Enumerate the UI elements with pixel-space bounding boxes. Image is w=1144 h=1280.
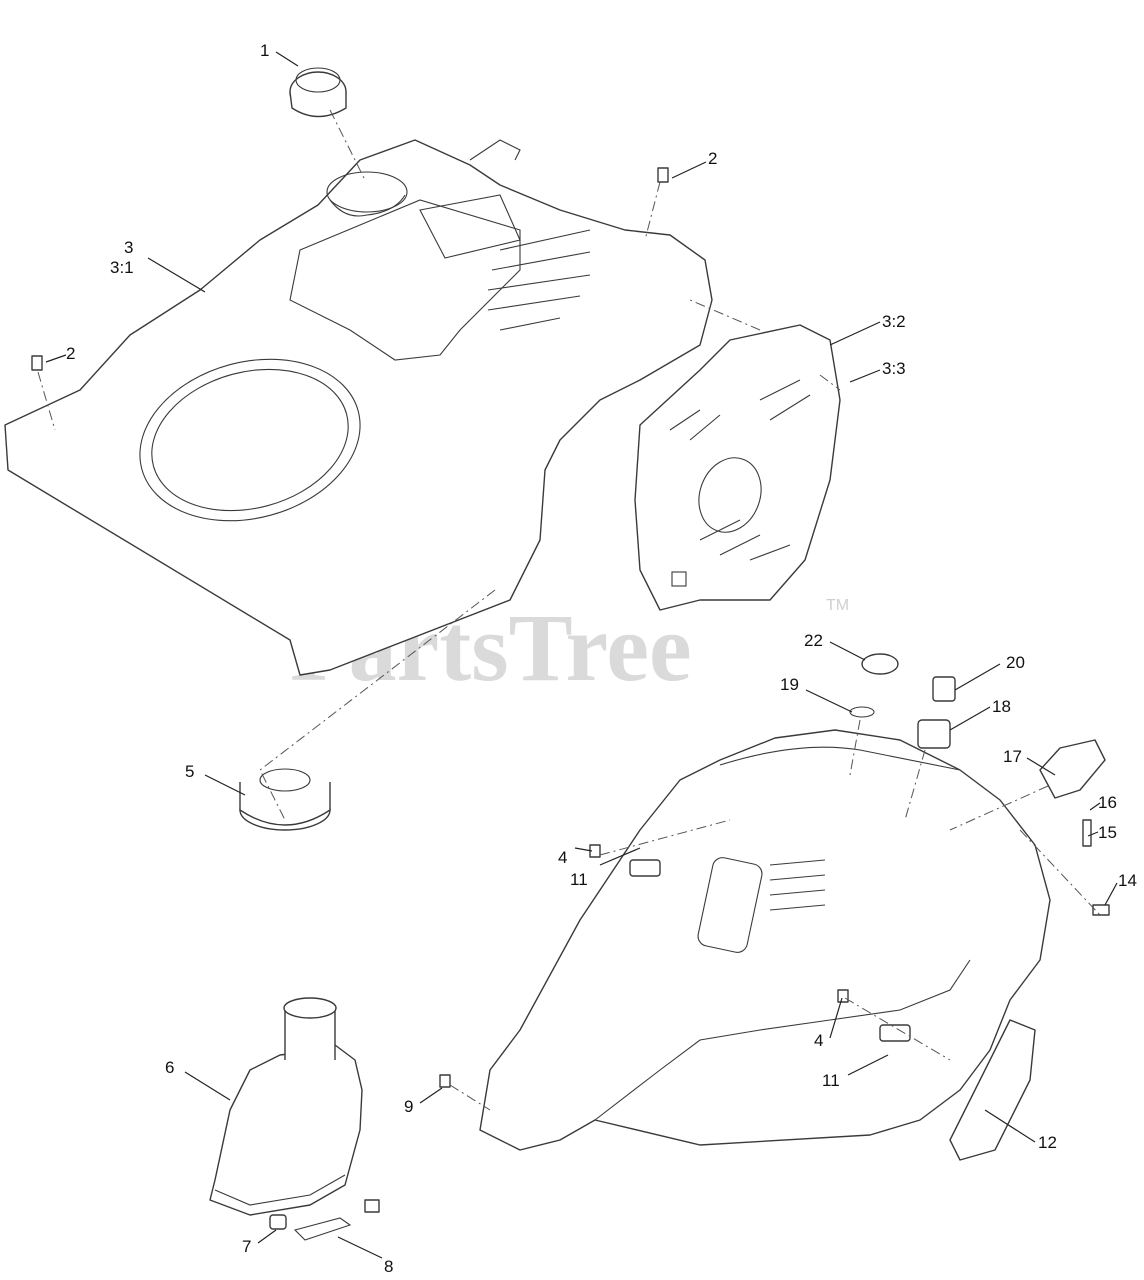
callout-20: 20	[1006, 653, 1025, 672]
callout-11-upper: 11	[570, 870, 588, 889]
side-panel	[634, 324, 841, 611]
callout-7: 7	[242, 1237, 251, 1256]
callout-5: 5	[185, 762, 194, 781]
callout-16: 16	[1098, 793, 1117, 812]
callout-3-2: 3:2	[882, 312, 906, 331]
choke-knob	[849, 653, 899, 718]
callout-12: 12	[1038, 1133, 1057, 1152]
callout-3: 3	[124, 238, 133, 257]
callout-1: 1	[260, 41, 269, 60]
ignition-switch	[917, 676, 956, 749]
callout-3-3: 3:3	[882, 359, 906, 378]
cover-plate	[1039, 739, 1106, 799]
callout-4-upper: 4	[558, 848, 567, 867]
callout-11-lower: 11	[822, 1071, 840, 1090]
callout-18: 18	[992, 697, 1011, 716]
callout-14: 14	[1118, 871, 1137, 890]
callout-8: 8	[384, 1257, 393, 1276]
callout-4-lower: 4	[814, 1031, 823, 1050]
callout-22: 22	[804, 631, 823, 650]
tank-grommet	[239, 768, 331, 831]
assembly-lines	[37, 109, 1101, 1111]
leader-lines	[45, 51, 1118, 1259]
callout-labels: 1 2 2 3 3:1 3:2 3:3 4 4 5 6 7 8 9 11 11 …	[66, 41, 1137, 1276]
fuel-fitting	[269, 1199, 380, 1241]
fasteners	[31, 167, 1110, 1088]
fuel-tank	[209, 997, 363, 1216]
watermark-trademark: TM	[826, 597, 849, 614]
callout-2-left: 2	[66, 344, 75, 363]
handle-bracket	[949, 1019, 1036, 1161]
callout-2-top: 2	[708, 149, 717, 168]
upper-shroud	[4, 139, 713, 676]
callout-17: 17	[1003, 747, 1022, 766]
callout-3-1: 3:1	[110, 258, 134, 277]
callout-6: 6	[165, 1058, 174, 1077]
lower-console	[479, 729, 1051, 1151]
callout-15: 15	[1098, 823, 1117, 842]
callout-9: 9	[404, 1097, 413, 1116]
callout-19: 19	[780, 675, 799, 694]
fuel-cap	[289, 67, 347, 118]
